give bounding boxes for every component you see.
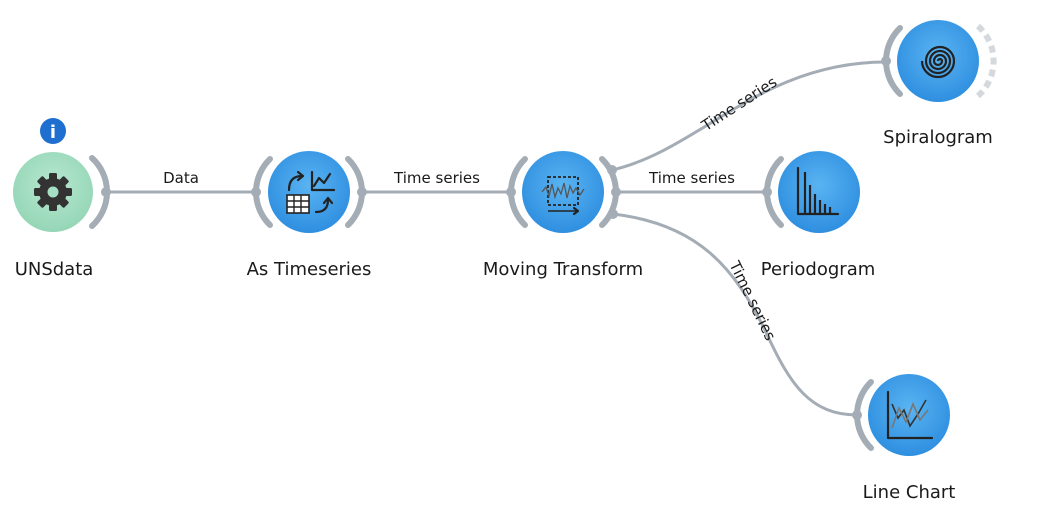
output-port[interactable] (608, 209, 618, 219)
link-label-time-series: Time series (648, 169, 735, 187)
info-icon[interactable]: i (40, 118, 66, 144)
node-label-spiralogram: Spiralogram (883, 127, 993, 148)
node-line-chart[interactable]: Line Chart (852, 374, 955, 503)
output-port-arc-inactive (975, 23, 997, 99)
link-timeseries-linechart[interactable]: Time series (612, 212, 859, 417)
link-timeseries-spiralogram[interactable]: Time series (611, 60, 887, 172)
gear-icon (34, 173, 72, 211)
link-timeseries-1[interactable]: Time series (362, 169, 510, 194)
spiral-icon (920, 45, 956, 79)
input-port[interactable] (852, 410, 862, 420)
node-label-as-timeseries: As Timeseries (247, 259, 372, 280)
output-port[interactable] (607, 165, 617, 175)
link-data[interactable]: Data (106, 169, 253, 194)
bar-spectrum-icon (796, 166, 840, 216)
node-moving-transform[interactable]: Moving Transform (483, 151, 643, 280)
node-label-periodogram: Periodogram (761, 259, 876, 280)
input-port[interactable] (762, 187, 772, 197)
node-label-unsdata: UNSdata (15, 259, 94, 280)
link-timeseries-periodogram[interactable]: Time series (615, 169, 767, 194)
node-as-timeseries-body[interactable] (268, 151, 350, 233)
node-as-timeseries[interactable]: As Timeseries (247, 151, 372, 280)
output-port[interactable] (611, 187, 621, 197)
output-port[interactable] (101, 187, 111, 197)
input-port[interactable] (881, 56, 891, 66)
table-to-chart-icon (286, 170, 336, 214)
link-label-time-series: Time series (698, 73, 781, 136)
output-port[interactable] (357, 187, 367, 197)
moving-window-icon (541, 176, 585, 216)
node-unsdata[interactable]: i UNSdata (13, 118, 111, 280)
node-label-line-chart: Line Chart (863, 482, 956, 503)
line-chart-icon (886, 390, 934, 440)
node-periodogram-body[interactable] (778, 151, 860, 233)
node-spiralogram[interactable]: Spiralogram (881, 20, 997, 148)
node-label-moving-transform: Moving Transform (483, 259, 643, 280)
input-port[interactable] (506, 187, 516, 197)
node-moving-transform-body[interactable] (522, 151, 604, 233)
link-label-time-series: Time series (393, 169, 480, 187)
info-icon-glyph: i (50, 122, 56, 143)
input-port[interactable] (251, 187, 261, 197)
link-label-data: Data (163, 169, 199, 187)
node-periodogram[interactable]: Periodogram (761, 151, 876, 280)
